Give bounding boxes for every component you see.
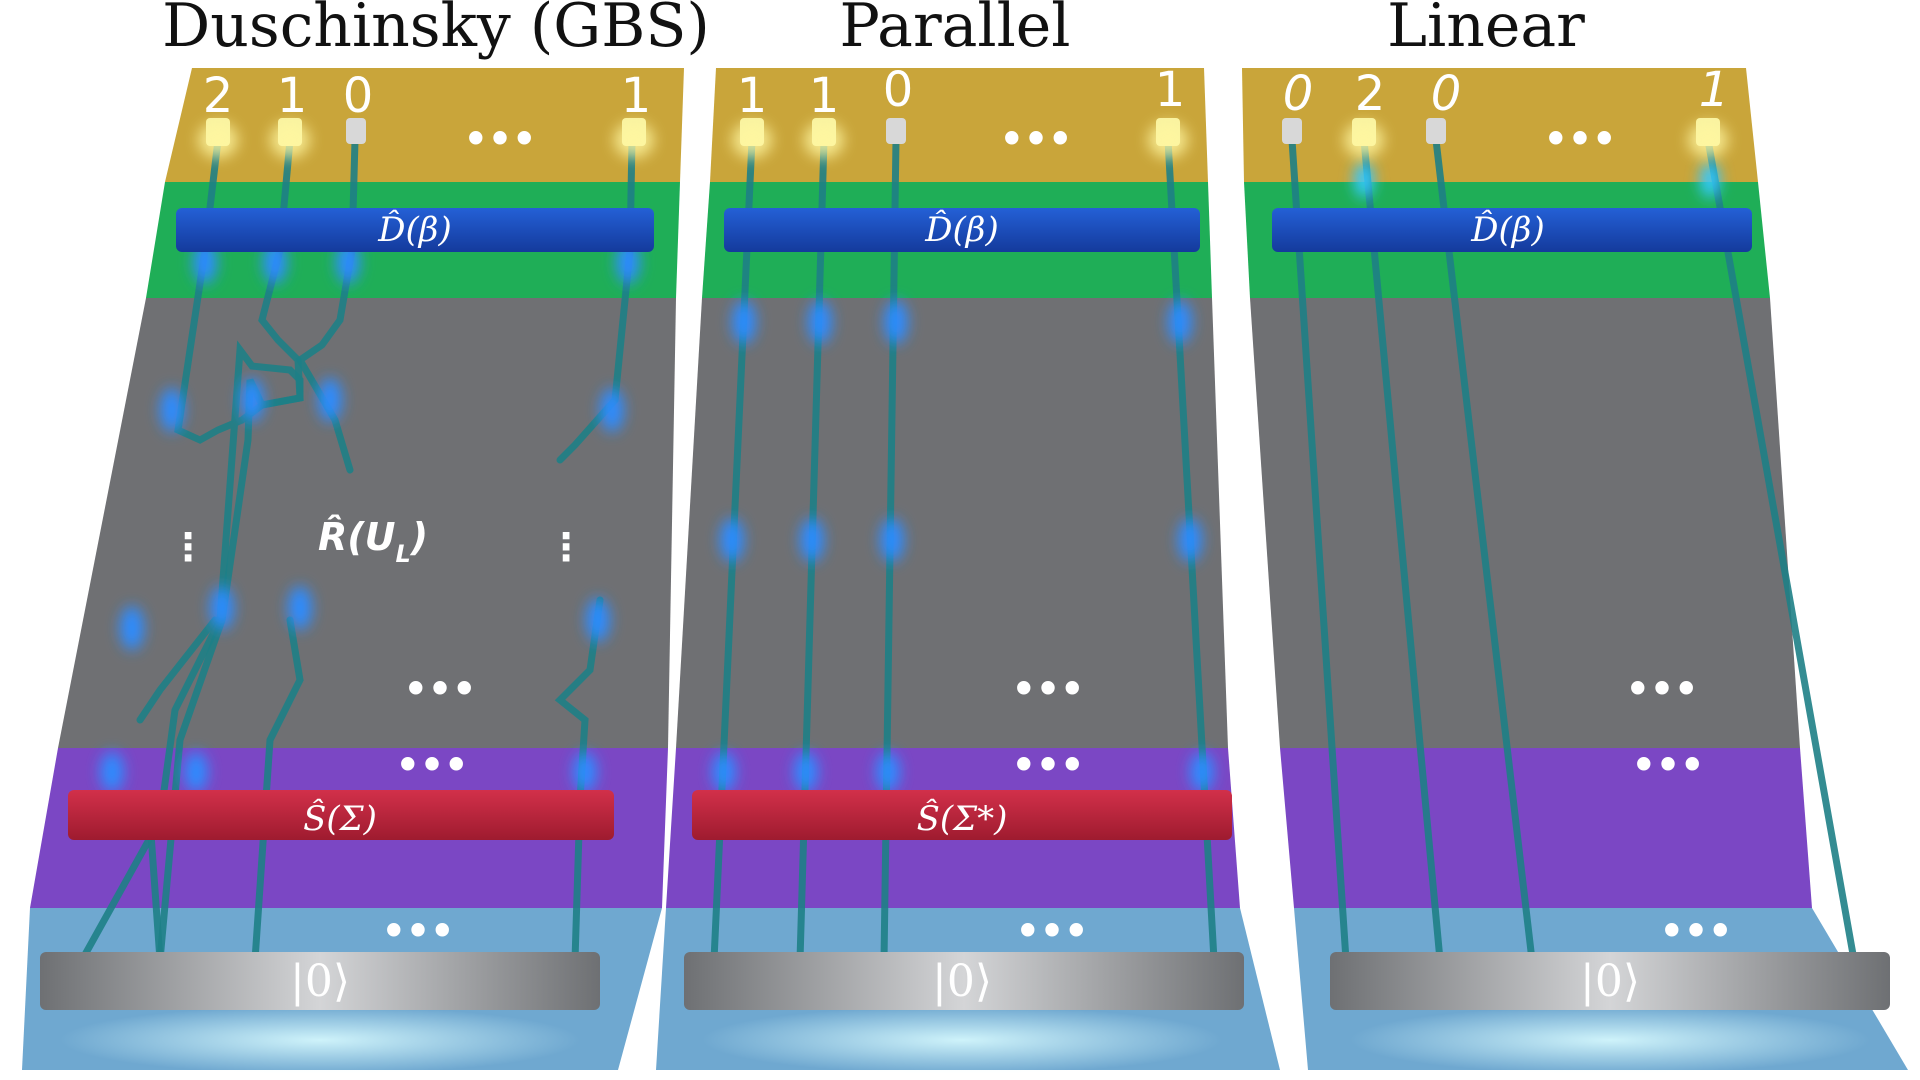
vacuum-label: |0⟩ (290, 956, 350, 1007)
ellipsis-squeezing: ••• (1632, 743, 1705, 787)
interferometer-layer (676, 298, 1228, 748)
detector-off (1426, 118, 1446, 144)
ellipsis-displacement: ••• (1000, 117, 1073, 161)
squeezing-label: Ŝ(Σ*) (917, 798, 1008, 839)
photon-glows (100, 240, 640, 792)
displacement-label: D̂(β) (924, 209, 998, 250)
ellipsis-interferometer: ••• (1012, 667, 1085, 711)
ellipsis-squeezing: ••• (1012, 743, 1085, 787)
vacuum-state: |0⟩ (684, 952, 1244, 1074)
photon-count-3: 0 (1431, 66, 1462, 122)
ellipsis-squeezing: ••• (396, 743, 469, 787)
detector-off (1282, 118, 1302, 144)
displacement-label: D̂(β) (1470, 209, 1544, 250)
squeezing-operator: Ŝ(Σ*) (692, 790, 1232, 840)
photon-count-4: 1 (1699, 62, 1730, 118)
ellipsis-vacuum: ••• (1660, 909, 1733, 953)
detector-off (886, 118, 906, 144)
vertical-ellipsis-right: ⋮ (547, 525, 585, 569)
ellipsis-interferometer: ••• (404, 667, 477, 711)
ellipsis-displacement: ••• (1544, 117, 1617, 161)
detector-layer (1242, 68, 1758, 182)
ellipsis-displacement: ••• (464, 117, 537, 161)
vertical-ellipsis-left: ⋮ (169, 525, 207, 569)
photon-count-3: 0 (343, 68, 374, 124)
panel-title: Duschinsky (GBS) (162, 0, 710, 61)
detectors (732, 118, 1188, 158)
rotation-operator-label: R̂(UL) (318, 515, 428, 568)
ellipsis-interferometer: ••• (1626, 667, 1699, 711)
detector-layer (165, 68, 684, 182)
vacuum-label: |0⟩ (932, 956, 992, 1007)
photon-count-2: 1 (809, 68, 840, 124)
waveguides (1288, 136, 1858, 964)
panel-duschinsky: D̂(β) R̂(UL) ⋮ ⋮ ••• ••• ••• ••• Ŝ(Σ) |0… (22, 0, 710, 1074)
displacement-label: D̂(β) (377, 209, 451, 250)
photon-glows (712, 300, 1214, 792)
panel-linear: D̂(β) ••• ••• ••• ••• |0⟩ 0 2 0 1 Linear (1242, 0, 1908, 1074)
photon-count-1: 0 (1283, 66, 1314, 122)
photon-count-3: 0 (883, 62, 914, 118)
displacement-operator: D̂(β) (1272, 208, 1752, 252)
photon-count-1: 1 (737, 68, 768, 124)
displacement-operator: D̂(β) (176, 208, 654, 252)
squeezing-operator: Ŝ(Σ) (68, 790, 614, 840)
photon-count-2: 2 (1355, 66, 1386, 122)
detectors (198, 118, 654, 158)
vacuum-label: |0⟩ (1580, 956, 1640, 1007)
panel-title: Linear (1387, 0, 1585, 61)
panel-title: Parallel (840, 0, 1071, 61)
ellipsis-vacuum: ••• (1016, 909, 1089, 953)
vacuum-state: |0⟩ (1330, 952, 1890, 1074)
photon-glows (1354, 162, 1720, 198)
detector-layer (710, 68, 1208, 182)
detector-off (346, 118, 366, 144)
vacuum-state: |0⟩ (40, 952, 600, 1074)
ellipsis-vacuum: ••• (382, 909, 455, 953)
photon-count-4: 1 (621, 68, 652, 124)
photon-count-4: 1 (1155, 62, 1186, 118)
photon-count-1: 2 (203, 68, 234, 124)
panel-parallel: D̂(β) ••• ••• ••• ••• Ŝ(Σ*) |0⟩ 1 1 0 1 … (656, 0, 1280, 1074)
squeezing-label: Ŝ(Σ) (303, 798, 377, 839)
photon-count-2: 1 (277, 68, 308, 124)
detectors (1282, 118, 1728, 158)
squeezing-layer (1280, 748, 1812, 908)
interferometer-layer (1250, 298, 1800, 748)
displacement-operator: D̂(β) (724, 208, 1200, 252)
